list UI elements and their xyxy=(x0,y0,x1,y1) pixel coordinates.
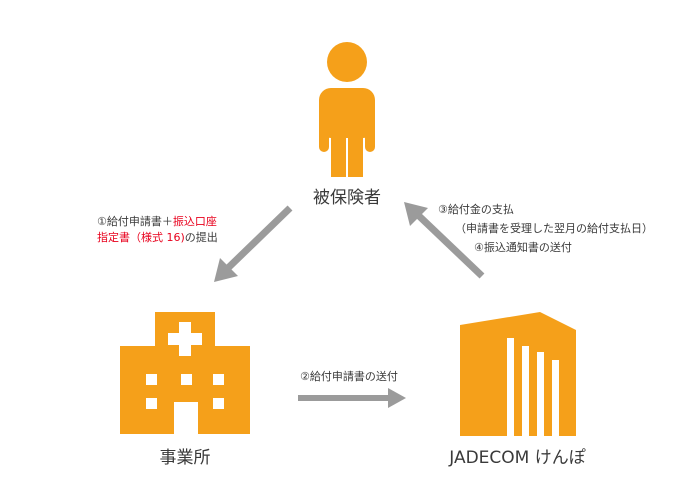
step1-line1-pre: ①給付申請書＋ xyxy=(97,215,173,228)
step1-line2-red: 指定書（様式 16) xyxy=(97,231,185,244)
step1-line1-red: 振込口座 xyxy=(172,215,217,228)
step1-line2: 指定書（様式 16)の提出 xyxy=(97,230,218,246)
kenpo-label: JADECOM けんぽ xyxy=(449,448,586,468)
office-label: 事業所 xyxy=(159,448,211,468)
step3-line2: （申請書を受理した翌月の給付支払日） xyxy=(455,222,653,235)
insured-label: 被保険者 xyxy=(313,188,381,208)
step4-line: ④振込通知書の送付 xyxy=(474,241,572,254)
step1-text: ①給付申請書＋振込口座 指定書（様式 16)の提出 xyxy=(97,214,218,246)
step3-line1: ③給付金の支払 xyxy=(438,203,514,216)
arrow-office-to-kenpo xyxy=(298,388,406,408)
step2-text: ②給付申請書の送付 xyxy=(300,370,398,383)
arrow-kenpo-to-insured xyxy=(404,202,485,279)
step1-line1: ①給付申請書＋振込口座 xyxy=(97,214,218,230)
arrow-insured-to-office xyxy=(214,205,293,282)
step1-line2-post: の提出 xyxy=(184,231,218,244)
